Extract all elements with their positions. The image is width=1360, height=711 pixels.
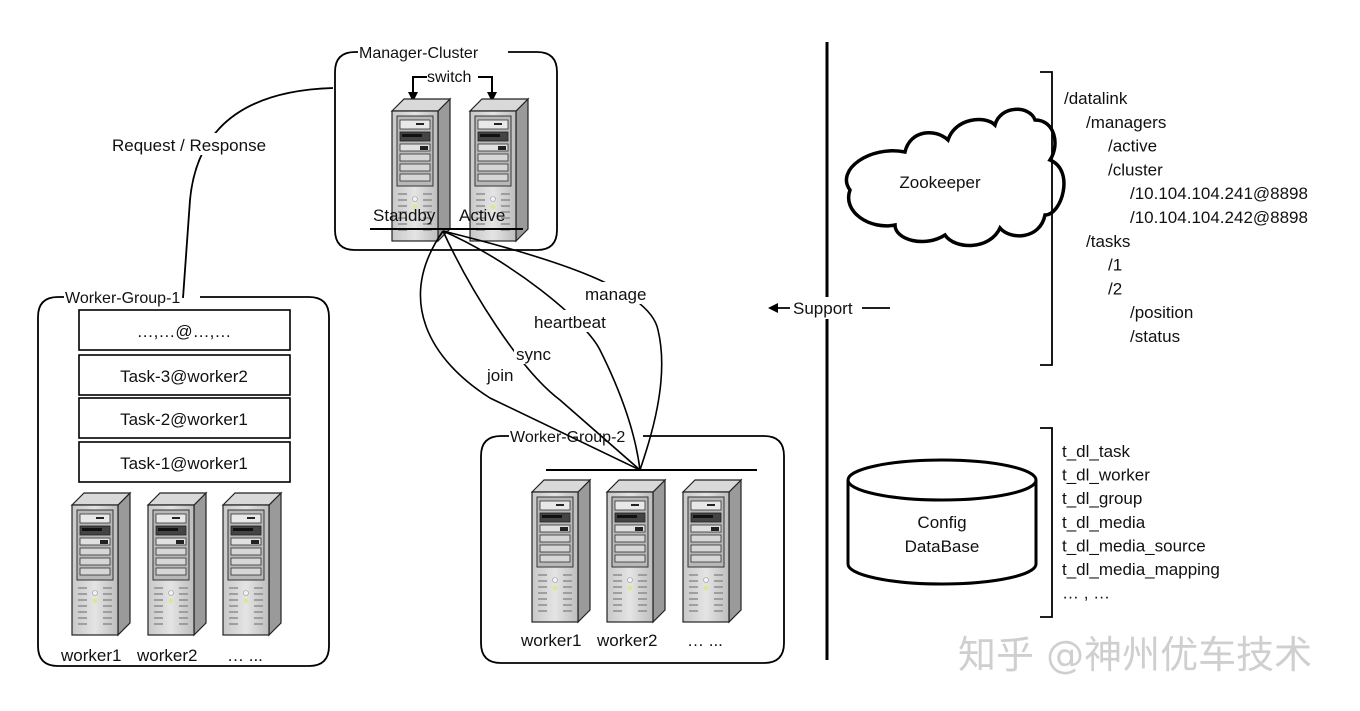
worker2-label: worker2: [596, 631, 657, 650]
join-line: [419, 230, 641, 471]
config-db-bracket: [1040, 427, 1053, 618]
worker-group-1-border: [37, 296, 330, 667]
worker2-server-icon: [147, 492, 207, 636]
worker2-server-icon: [606, 479, 666, 623]
heartbeat-line: [442, 230, 641, 471]
request-response-label: Request / Response: [112, 136, 266, 155]
zookeeper-path-node: /status: [1130, 327, 1180, 346]
zookeeper-path-node: /cluster: [1108, 160, 1163, 179]
worker3-server-icon: [682, 479, 742, 623]
task-label: Task-3@worker2: [120, 367, 248, 386]
manage-line: [442, 230, 663, 471]
worker1-server-icon: [531, 479, 591, 623]
watermark: 知乎 @神州优车技术: [958, 633, 1312, 677]
manage-label: manage: [585, 285, 646, 304]
zookeeper-path-node: /10.104.104.241@8898: [1130, 184, 1308, 203]
worker-more-label: … ...: [227, 646, 263, 665]
zookeeper-path-node: /managers: [1086, 113, 1166, 132]
task-label: Task-2@worker1: [120, 410, 248, 429]
zookeeper-group: Zookeeper /datalink/managers/active/clus…: [844, 71, 1308, 366]
worker-more-label: … ...: [687, 631, 723, 650]
task-box: [78, 397, 291, 439]
db-table-name: … , …: [1062, 584, 1110, 603]
switch-arrow-left: [408, 76, 427, 102]
support-label: Support: [793, 299, 853, 318]
config-db-group: Config DataBase t_dl_taskt_dl_workert_dl…: [846, 427, 1220, 618]
switch-label: switch: [427, 69, 471, 86]
db-table-name: t_dl_media_source: [1062, 536, 1206, 555]
zookeeper-path-node: /datalink: [1064, 89, 1128, 108]
database-cylinder-body: [846, 480, 1038, 586]
task-box: [78, 441, 291, 483]
zookeeper-tree: /datalink/managers/active/cluster/10.104…: [1064, 89, 1308, 346]
config-db-label-line1: Config: [917, 513, 966, 532]
connection-lines: [419, 230, 663, 471]
worker1-label: worker1: [60, 646, 121, 665]
task-label: Task-1@worker1: [120, 454, 248, 473]
zookeeper-bracket: [1040, 71, 1053, 366]
manager-cluster-group: Manager-Cluster switch Standby Active: [334, 45, 558, 251]
zookeeper-path-node: /active: [1108, 137, 1157, 156]
worker-group-2-title: Worker-Group-2: [510, 429, 625, 446]
worker1-label: worker1: [520, 631, 581, 650]
db-table-name: t_dl_group: [1062, 489, 1142, 508]
standby-label: Standby: [373, 206, 436, 225]
worker1-server-icon: [71, 492, 131, 636]
zookeeper-cloud-icon: [844, 107, 1066, 248]
worker-group-1-title: Worker-Group-1: [65, 290, 180, 307]
zookeeper-path-node: /2: [1108, 279, 1122, 298]
active-label: Active: [459, 206, 505, 225]
worker2-label: worker2: [136, 646, 197, 665]
db-table-name: t_dl_worker: [1062, 466, 1150, 485]
heartbeat-label: heartbeat: [534, 313, 606, 332]
task-label: …,…@…,…: [137, 322, 232, 341]
db-table-name: t_dl_media_mapping: [1062, 560, 1220, 579]
manager-cluster-border: [334, 51, 558, 251]
worker-group-2: Worker-Group-2 worker1 worker2 … ...: [480, 429, 785, 664]
db-table-name: t_dl_task: [1062, 442, 1131, 461]
zookeeper-path-node: /tasks: [1086, 232, 1130, 251]
database-cylinder-top: [846, 458, 1038, 502]
worker-group-1: Worker-Group-1 …,…@…,… Task-3@worker2 Ta…: [37, 290, 330, 667]
worker-group-2-border: [480, 435, 785, 664]
config-db-table-list: t_dl_task t_dl_worker t_dl_group t_dl_media…: [1062, 442, 1220, 603]
sync-label: sync: [516, 345, 551, 364]
join-label: join: [486, 366, 513, 385]
zookeeper-path-node: /10.104.104.242@8898: [1130, 208, 1308, 227]
task-box: [78, 309, 291, 351]
sync-line: [442, 230, 641, 471]
task-box: [78, 354, 291, 396]
zookeeper-label: Zookeeper: [899, 173, 981, 192]
db-table-name: t_dl_media: [1062, 513, 1146, 532]
zookeeper-path-node: /position: [1130, 303, 1193, 322]
request-response-line: [182, 87, 334, 299]
switch-arrow-right: [478, 76, 497, 102]
worker3-server-icon: [222, 492, 282, 636]
config-db-label-line2: DataBase: [905, 537, 980, 556]
manager-cluster-title: Manager-Cluster: [359, 45, 479, 62]
zookeeper-path-node: /1: [1108, 256, 1122, 275]
